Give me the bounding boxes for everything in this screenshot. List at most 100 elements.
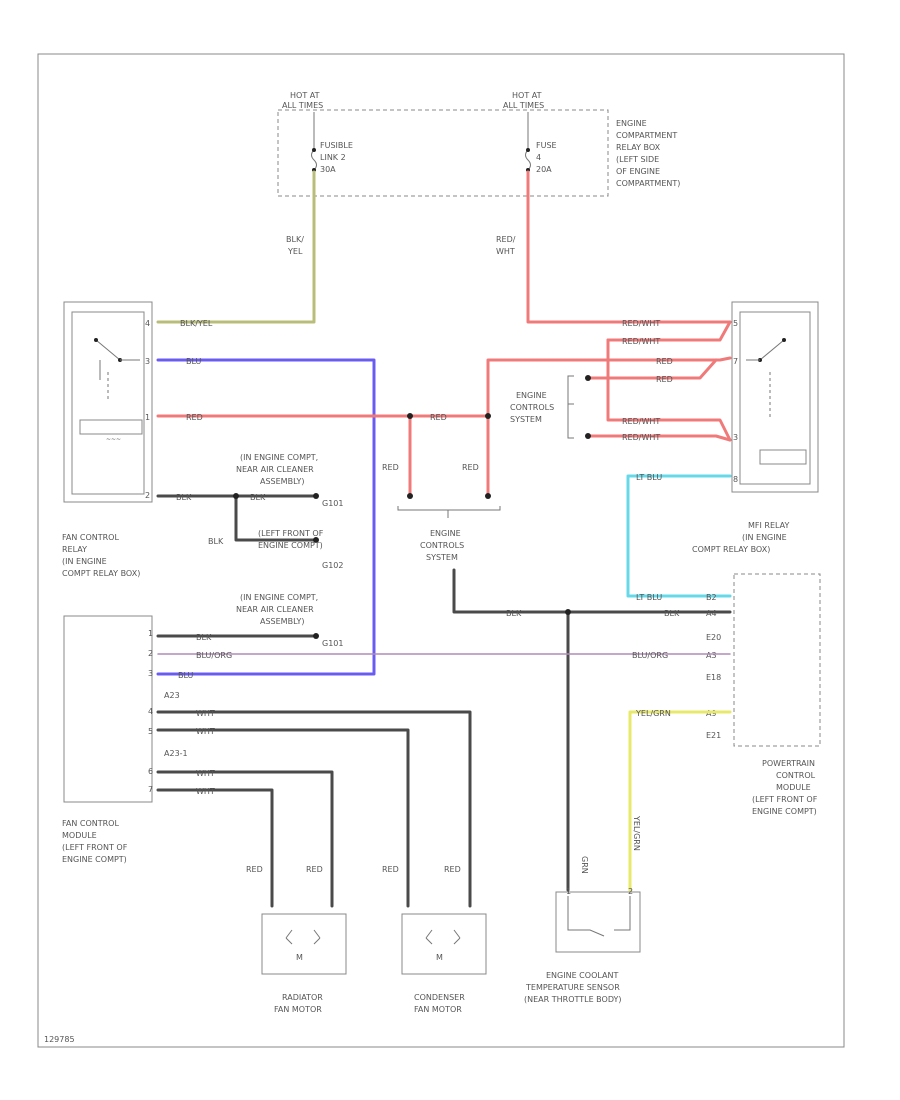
wire-color-label: YEL (287, 247, 303, 256)
wire-color-label: BLK (208, 537, 224, 546)
ground-g102-label: (LEFT FRONT OF ENGINE COMPT) G102 (258, 529, 343, 570)
fan-module-label: FAN CONTROL MODULE (LEFT FRONT OF ENGINE… (62, 819, 128, 864)
fan-module-label-line: FAN CONTROL (62, 819, 119, 828)
fuse-symbol: FUSE 4 20A (525, 112, 557, 174)
pin-label: E18 (706, 673, 721, 682)
hot-label-line: ALL TIMES (503, 101, 544, 110)
coolant-sensor-label-line: TEMPERATURE SENSOR (525, 983, 620, 992)
wire-color-label: BLK (506, 609, 522, 618)
ground-label-line: (LEFT FRONT OF (258, 529, 324, 538)
wire-color-label: WHT (196, 769, 215, 778)
wire-blk-yel-feed: BLK/ YEL BLK/YEL (156, 170, 316, 328)
wire-color-label: BLK/ (286, 235, 304, 244)
relay-box-label-line: RELAY BOX (616, 143, 661, 152)
diagram-border (37, 53, 845, 1048)
fuse-label: 20A (536, 165, 552, 174)
fusible-link-label: LINK 2 (320, 153, 346, 162)
pin-label: 4 (148, 707, 153, 716)
mfi-relay-label: MFI RELAY (IN ENGINE COMPT RELAY BOX) (692, 521, 790, 554)
pin-label: 1 (148, 629, 153, 638)
fan-relay-label: FAN CONTROL RELAY (IN ENGINE COMPT RELAY… (62, 533, 140, 578)
wire-color-label: LT BLU (636, 593, 662, 602)
pin-label: A4 (706, 609, 717, 618)
relay-box-label-line: COMPARTMENT (616, 131, 677, 140)
pin-label: 2 (145, 491, 150, 500)
pcm-label-line: ENGINE COMPT) (752, 807, 817, 816)
pin-label: 2 (148, 649, 153, 658)
pin-label: E20 (706, 633, 721, 642)
pin-label: 6 (148, 767, 153, 776)
condenser-fan-motor: M (401, 913, 487, 975)
wire-color-label: RED/WHT (622, 417, 660, 426)
relay-box-label-line: (LEFT SIDE (616, 155, 659, 164)
wire-color-label: BLU (186, 357, 202, 366)
motor-mark: M (296, 953, 303, 962)
wire-color-label: BLU (178, 671, 194, 680)
fusible-link-label: FUSIBLE (320, 141, 353, 150)
engine-controls-label-line: ENGINE (516, 391, 547, 400)
ground-label-line: (IN ENGINE COMPT, (240, 453, 318, 462)
engine-controls-label-line: SYSTEM (426, 553, 458, 562)
ground-label-line: (IN ENGINE COMPT, (240, 593, 318, 602)
wire-color-label: RED/ (496, 235, 516, 244)
pin-label: 3 (148, 669, 153, 678)
connector-label: A23 (164, 691, 180, 700)
radiator-motor-label-line: RADIATOR (282, 993, 323, 1002)
engine-controls-label-line: ENGINE (430, 529, 461, 538)
engine-controls-label-line: SYSTEM (510, 415, 542, 424)
relay-box-label: ENGINE COMPARTMENT RELAY BOX (LEFT SIDE … (616, 119, 680, 188)
ground-label-line: ASSEMBLY) (260, 477, 304, 486)
pin-label: 8 (733, 475, 738, 484)
wire-color-label: GRN (580, 856, 589, 874)
ground-g101-label: (IN ENGINE COMPT, NEAR AIR CLEANER ASSEM… (236, 453, 343, 508)
wire-color-label: BLU/ORG (196, 651, 232, 660)
wire-color-label: RED/WHT (622, 337, 660, 346)
wire-color-label: RED/WHT (622, 433, 660, 442)
wire-color-label: RED (186, 413, 203, 422)
fuse-label: FUSE (536, 141, 557, 150)
pin-label: A3 (706, 651, 717, 660)
wire-color-label: RED (430, 413, 447, 422)
hot-at-all-times-left: HOT AT ALL TIMES (282, 91, 323, 110)
radiator-motor-label-line: FAN MOTOR (274, 1005, 322, 1014)
ground-g101b-label: (IN ENGINE COMPT, NEAR AIR CLEANER ASSEM… (236, 593, 343, 648)
fusible-link-label: 30A (320, 165, 336, 174)
wire-color-label: LT BLU (636, 473, 662, 482)
wire-blk-pcm: BLK BLK (452, 568, 732, 892)
pin-label: 7 (148, 785, 153, 794)
ground-label-line: ASSEMBLY) (260, 617, 304, 626)
radiator-motor-label: RADIATOR FAN MOTOR (274, 993, 323, 1014)
wire-color-label: BLK (250, 493, 266, 502)
fusible-link-symbol: FUSIBLE LINK 2 30A (311, 112, 353, 174)
ground-label-line: NEAR AIR CLEANER (236, 605, 314, 614)
engine-controls-lower: ENGINE CONTROLS SYSTEM (397, 506, 501, 562)
fan-relay-label-line: RELAY (62, 545, 87, 554)
wire-red-main: RED RED RED RED (156, 356, 732, 499)
motor-mark: M (436, 953, 443, 962)
hot-at-all-times-right: HOT AT ALL TIMES (503, 91, 544, 110)
wire-color-label: RED (462, 463, 479, 472)
wire-red-wht-feed: RED/ WHT (496, 170, 732, 324)
wire-color-label: WHT (196, 709, 215, 718)
wire-color-label: RED (306, 865, 323, 874)
fan-control-relay: ~~~ 4 3 1 2 (63, 301, 153, 503)
wire-color-label: WHT (496, 247, 515, 256)
wire-yel-grn: YEL/GRN GRN YEL/GRN (580, 709, 732, 892)
mfi-relay-label-line: (IN ENGINE (742, 533, 787, 542)
radiator-fan-motor: M (261, 913, 347, 975)
ground-id: G101 (322, 639, 343, 648)
condenser-motor-label: CONDENSER FAN MOTOR (414, 993, 465, 1014)
wire-color-label: RED (656, 375, 673, 384)
mfi-relay: 5 7 3 8 (731, 301, 819, 493)
pin-label: 4 (145, 319, 150, 328)
pin-label: 5 (733, 319, 738, 328)
wire-blu-org: BLU/ORG BLU/ORG (157, 651, 731, 660)
pin-label: 3 (145, 357, 150, 366)
pin-label: E21 (706, 731, 721, 740)
wire-wht-group: WHT WHT WHT WHT RED RED RED RED (156, 709, 472, 908)
mfi-relay-label-line: MFI RELAY (748, 521, 790, 530)
wire-color-label: BLK (176, 493, 192, 502)
pcm-label-line: MODULE (776, 783, 811, 792)
wire-color-label: RED/WHT (622, 319, 660, 328)
